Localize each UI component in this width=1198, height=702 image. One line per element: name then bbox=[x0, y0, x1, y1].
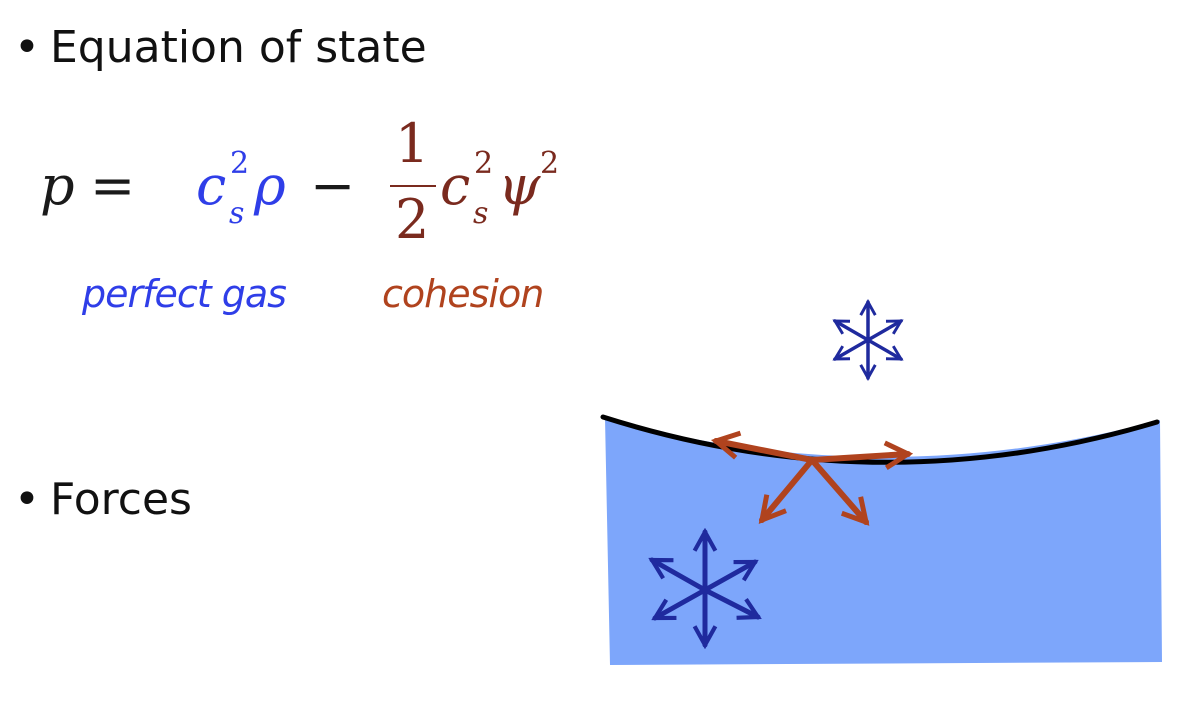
cohesion-arrow-left bbox=[716, 441, 815, 463]
eq-pressure: p bbox=[40, 154, 75, 217]
eq-coh-subscript: s bbox=[473, 196, 489, 231]
cohesion-arrow-down-left bbox=[762, 457, 815, 520]
eq-fraction-denominator: 2 bbox=[395, 188, 430, 251]
eq-psi: ψ bbox=[498, 154, 541, 217]
eq-gas-c: c bbox=[196, 154, 227, 217]
label-cohesion: cohesion bbox=[382, 272, 544, 316]
bullet-equation-of-state: •Equation of state bbox=[14, 26, 427, 70]
eq-rho: ρ bbox=[254, 154, 286, 217]
bullet-dot: • bbox=[14, 22, 40, 73]
eq-fraction-bar bbox=[390, 185, 436, 187]
bullet-forces: •Forces bbox=[14, 478, 192, 522]
bullet-forces-text: Forces bbox=[50, 474, 192, 525]
bullet-eos-text: Equation of state bbox=[50, 22, 427, 73]
eq-minus: − bbox=[310, 154, 356, 217]
eq-fraction-numerator: 1 bbox=[395, 112, 430, 175]
eq-coh-c: c bbox=[440, 154, 471, 217]
eq-gas-squared: 2 bbox=[230, 146, 250, 181]
eq-equals: = bbox=[90, 154, 136, 217]
eq-coh-squared: 2 bbox=[474, 146, 494, 181]
label-perfect-gas: perfect gas bbox=[82, 272, 287, 316]
gas-particle-small bbox=[835, 302, 901, 378]
liquid-surface-line bbox=[600, 414, 1160, 465]
eq-gas-subscript: s bbox=[229, 196, 245, 231]
cohesion-arrows bbox=[716, 441, 908, 522]
cohesion-arrow-right bbox=[809, 454, 908, 460]
cohesion-arrow-down-right bbox=[809, 457, 866, 522]
gas-particle-large bbox=[652, 532, 758, 645]
bullet-dot: • bbox=[14, 474, 40, 525]
eq-psi-squared: 2 bbox=[540, 146, 560, 181]
